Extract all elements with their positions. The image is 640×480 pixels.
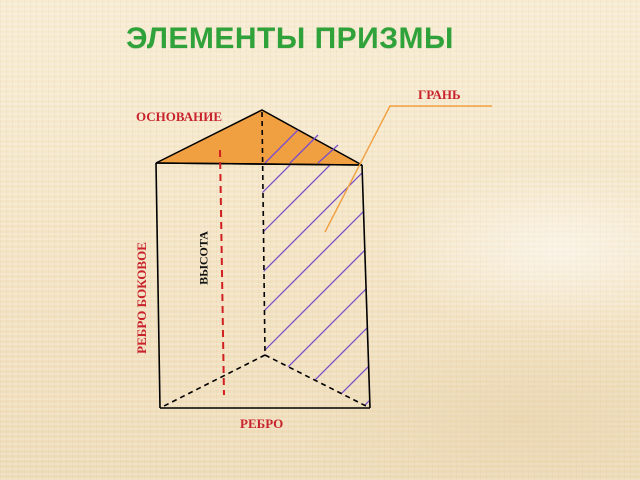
label-height: ВЫСОТА xyxy=(196,231,211,285)
slide-title: ЭЛЕМЕНТЫ ПРИЗМЫ xyxy=(126,22,454,55)
base-hatching xyxy=(264,129,339,164)
height-line xyxy=(219,149,225,396)
visible-edges xyxy=(155,162,371,409)
label-edge: РЕБРО xyxy=(240,416,284,431)
label-lateral-edge: РЕБРО БОКОВОЕ xyxy=(134,242,149,354)
hidden-edges xyxy=(159,111,371,409)
label-face: ГРАНЬ xyxy=(418,87,461,102)
label-base: ОСНОВАНИЕ xyxy=(136,109,223,124)
face-pointer xyxy=(324,105,492,233)
